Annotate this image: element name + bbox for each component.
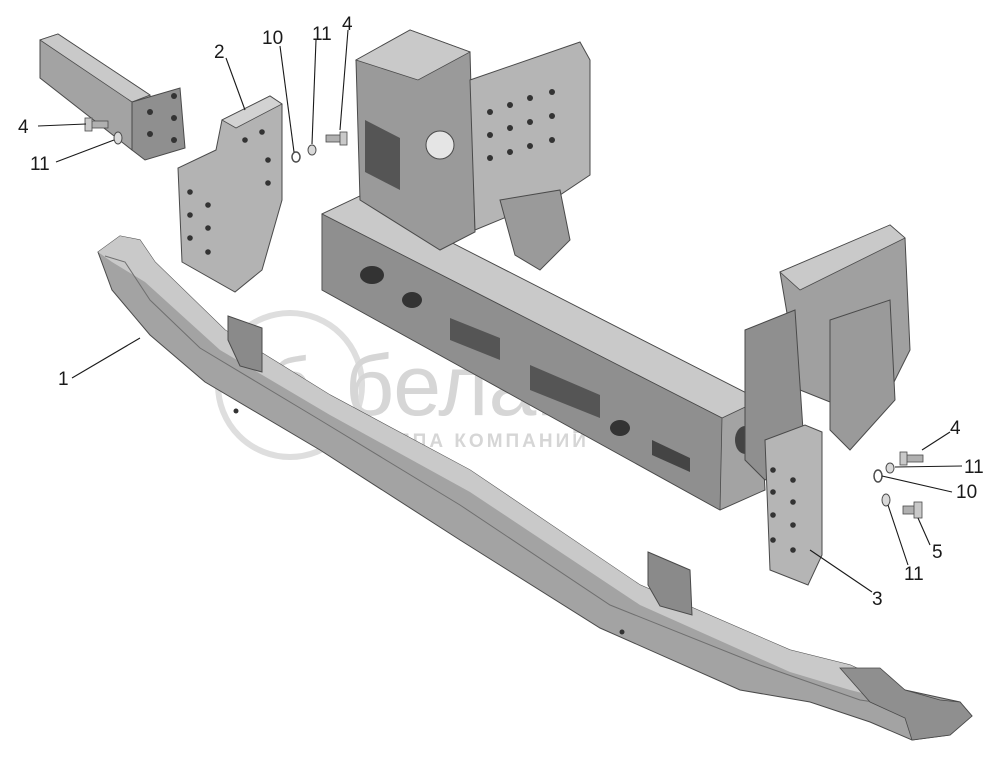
callout-11-left: 11: [30, 154, 50, 175]
callout-4-top: 4: [342, 14, 353, 35]
callout-11-right: 11: [964, 457, 984, 478]
callout-2: 2: [214, 42, 225, 63]
washer-icon: [885, 462, 895, 474]
bumper-beam: [97, 235, 973, 741]
callout-10-right: 10: [956, 482, 977, 503]
washer-icon: [113, 131, 123, 145]
front-frame: [321, 29, 911, 511]
callouts: 1 2 3 4 4 4 5 10 10 11 11 11 11: [18, 14, 984, 610]
callout-11-top: 11: [312, 24, 332, 45]
callout-5: 5: [932, 542, 943, 563]
callout-4-left: 4: [18, 117, 29, 138]
washer-icon: [881, 493, 891, 507]
bolt-icon: [902, 501, 923, 519]
bolt-icon: [899, 451, 924, 466]
spring-washer-icon: [873, 469, 883, 483]
callout-11-bottom: 11: [904, 564, 924, 585]
fasteners-right: [873, 451, 924, 519]
callout-4-right: 4: [950, 418, 961, 439]
left-rail-bracket: [39, 33, 186, 161]
left-plate: [177, 95, 283, 293]
callout-10-top: 10: [262, 28, 283, 49]
right-plate: [764, 424, 823, 586]
callout-3: 3: [872, 589, 883, 610]
bolt-icon: [325, 131, 348, 146]
washer-icon: [307, 144, 317, 156]
callout-1: 1: [58, 369, 69, 390]
leader-lines: [37, 29, 963, 593]
spring-washer-icon: [291, 151, 301, 163]
fasteners-left: [84, 117, 348, 163]
